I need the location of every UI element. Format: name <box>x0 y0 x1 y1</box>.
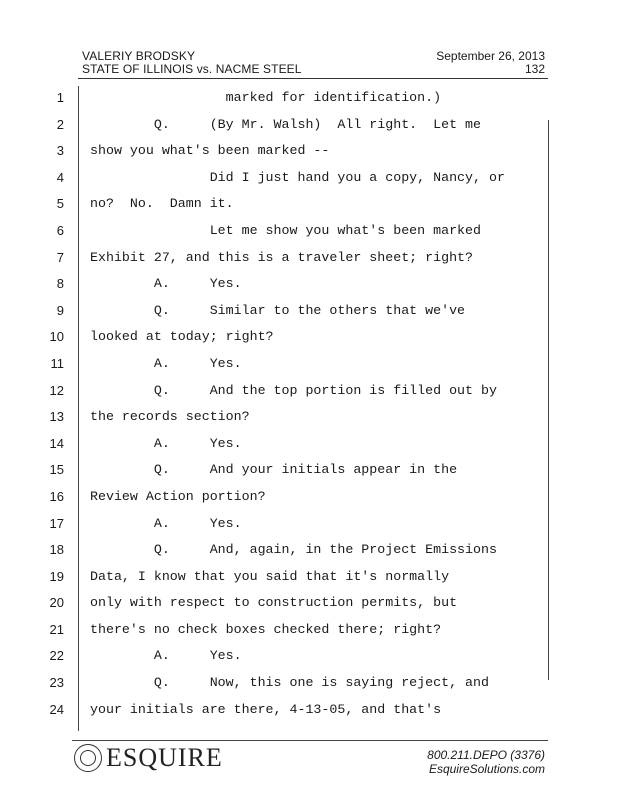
transcript-line: 20 only with respect to construction perm… <box>0 593 619 620</box>
transcript-line: 17 A. Yes. <box>0 514 619 541</box>
transcript-line: 19 Data, I know that you said that it's n… <box>0 567 619 594</box>
line-text: Q. Similar to the others that we've <box>90 302 466 318</box>
transcript-line: 7 Exhibit 27, and this is a traveler shee… <box>0 248 619 275</box>
deposition-date: September 26, 2013 <box>436 49 545 63</box>
transcript-line: 18 Q. And, again, in the Project Emissio… <box>0 540 619 567</box>
line-number: 16 <box>49 488 64 504</box>
transcript-line: 21 there's no check boxes checked there; … <box>0 620 619 647</box>
line-number: 14 <box>49 435 64 451</box>
line-text: Q. Now, this one is saying reject, and <box>90 675 489 691</box>
line-text: Q. And, again, in the Project Emissions <box>90 542 497 558</box>
line-number: 20 <box>49 595 64 611</box>
line-text: the records section? <box>90 409 250 425</box>
transcript-line: 14 A. Yes. <box>0 434 619 461</box>
line-number: 2 <box>56 116 64 132</box>
line-number: 17 <box>49 515 64 531</box>
line-text: A. Yes. <box>90 435 242 451</box>
line-number: 7 <box>56 249 64 265</box>
line-number: 8 <box>56 276 64 292</box>
line-text: Q. And your initials appear in the <box>90 462 458 478</box>
line-text: your initials are there, 4-13-05, and th… <box>90 701 442 717</box>
left-margin-line <box>78 86 79 731</box>
contact-phone: 800.211.DEPO (3376) <box>427 748 545 762</box>
line-text: show you what's been marked -- <box>90 143 330 159</box>
logo-wordmark: ESQUIRE <box>106 743 223 772</box>
line-text: Review Action portion? <box>90 488 266 504</box>
transcript-line: 6 Let me show you what's been marked <box>0 221 619 248</box>
line-number: 5 <box>56 196 64 212</box>
transcript-line: 23 Q. Now, this one is saying reject, an… <box>0 673 619 700</box>
line-text: Did I just hand you a copy, Nancy, or <box>90 169 505 185</box>
line-number: 4 <box>56 169 64 185</box>
transcript-body: 1 marked for identification.)2 Q. (By Mr… <box>0 88 619 726</box>
footer-divider <box>72 740 548 741</box>
transcript-line: 15 Q. And your initials appear in the <box>0 460 619 487</box>
transcript-line: 2 Q. (By Mr. Walsh) All right. Let me <box>0 115 619 142</box>
header-right: September 26, 2013 132 <box>436 50 545 76</box>
line-text: Exhibit 27, and this is a traveler sheet… <box>90 249 474 265</box>
contact-website: EsquireSolutions.com <box>428 762 545 776</box>
transcript-line: 4 Did I just hand you a copy, Nancy, or <box>0 168 619 195</box>
line-number: 13 <box>49 409 64 425</box>
line-text: no? No. Damn it. <box>90 196 234 212</box>
transcript-line: 10 looked at today; right? <box>0 327 619 354</box>
line-text: marked for identification.) <box>90 90 442 105</box>
line-number: 15 <box>49 462 64 478</box>
line-text: there's no check boxes checked there; ri… <box>90 621 442 637</box>
line-number: 23 <box>49 675 64 691</box>
line-text: Q. (By Mr. Walsh) All right. Let me <box>90 116 481 132</box>
transcript-line: 11 A. Yes. <box>0 354 619 381</box>
line-number: 10 <box>49 329 64 345</box>
transcript-line: 5 no? No. Damn it. <box>0 194 619 221</box>
case-title: STATE OF ILLINOIS vs. NACME STEEL <box>82 62 302 76</box>
esquire-logo: ESQUIRE <box>74 744 223 772</box>
transcript-line: 1 marked for identification.) <box>0 88 619 115</box>
page-number: 132 <box>524 62 545 76</box>
transcript-line: 8 A. Yes. <box>0 274 619 301</box>
transcript-line: 13 the records section? <box>0 407 619 434</box>
line-number: 18 <box>49 542 64 558</box>
line-text: Let me show you what's been marked <box>90 222 481 238</box>
header-left: VALERIY BRODSKY STATE OF ILLINOIS vs. NA… <box>82 50 302 76</box>
line-number: 12 <box>49 382 64 398</box>
right-margin-line <box>548 120 549 680</box>
line-number: 24 <box>49 701 64 717</box>
line-text: A. Yes. <box>90 648 242 664</box>
line-number: 22 <box>49 648 64 664</box>
line-text: A. Yes. <box>90 515 242 531</box>
line-number: 6 <box>56 222 64 238</box>
line-text: A. Yes. <box>90 276 242 292</box>
line-number: 3 <box>56 143 64 159</box>
line-text: A. Yes. <box>90 355 242 371</box>
line-number: 11 <box>50 355 65 371</box>
transcript-line: 3 show you what's been marked -- <box>0 141 619 168</box>
transcript-line: 9 Q. Similar to the others that we've <box>0 301 619 328</box>
line-text: Q. And the top portion is filled out by <box>90 382 497 398</box>
line-number: 19 <box>49 568 64 584</box>
line-text: only with respect to construction permit… <box>90 595 458 611</box>
transcript-line: 24 your initials are there, 4-13-05, and … <box>0 700 619 727</box>
line-text: Data, I know that you said that it's nor… <box>90 568 450 584</box>
line-text: looked at today; right? <box>90 329 274 345</box>
transcript-line: 12 Q. And the top portion is filled out … <box>0 381 619 408</box>
logo-emblem-icon <box>74 744 102 772</box>
header-divider <box>78 78 548 79</box>
footer-contact: 800.211.DEPO (3376) EsquireSolutions.com <box>427 748 545 776</box>
line-number: 1 <box>56 90 64 105</box>
line-number: 21 <box>49 621 64 637</box>
witness-name: VALERIY BRODSKY <box>82 49 196 63</box>
line-number: 9 <box>56 302 64 318</box>
transcript-line: 22 A. Yes. <box>0 646 619 673</box>
transcript-line: 16 Review Action portion? <box>0 487 619 514</box>
